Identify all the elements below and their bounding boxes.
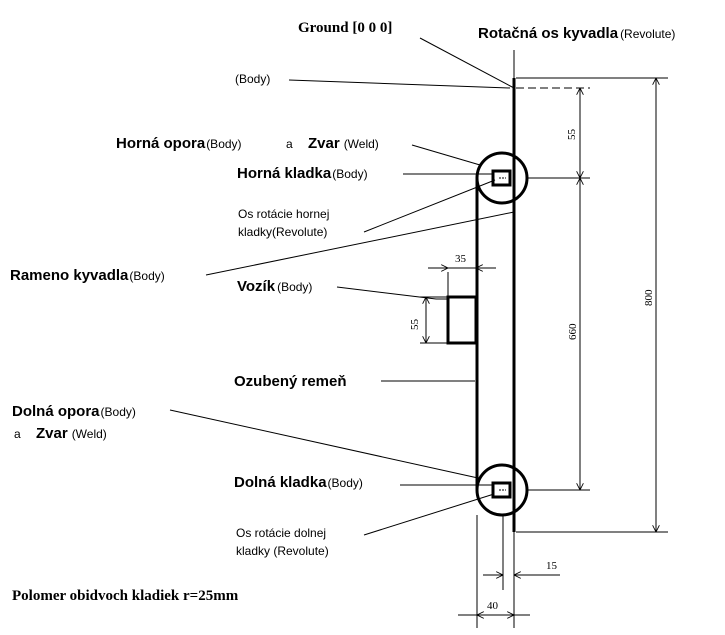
weld-1-label: Zvar(Weld) — [308, 135, 379, 152]
upper-pulley-hub — [491, 169, 512, 187]
revolute-axis-label: Rotačná os kyvadla(Revolute) — [478, 25, 675, 42]
cart — [446, 295, 478, 345]
dim-800: 800 — [643, 289, 655, 306]
arm-label: Rameno kyvadla(Body) — [10, 267, 165, 284]
belt-label: Ozubený remeň — [234, 373, 347, 390]
dim-55-cart: 55 — [409, 319, 421, 331]
upper-support-label: Horná opora(Body) — [116, 135, 242, 152]
upper-axis-label-2: kladky(Revolute) — [238, 225, 327, 239]
body-top-label: (Body) — [235, 72, 270, 86]
dim-660: 660 — [567, 323, 579, 340]
lower-axis-label-1: Os rotácie dolnej — [236, 526, 326, 540]
dim-40: 40 — [487, 600, 499, 612]
lower-pulley-hub — [491, 481, 512, 499]
upper-a-label: a — [286, 137, 293, 151]
dim-55-top: 55 — [566, 129, 578, 141]
cart-label: Vozík(Body) — [237, 278, 312, 295]
radius-note: Polomer obidvoch kladiek r=25mm — [12, 588, 239, 604]
upper-pulley-label: Horná kladka(Body) — [237, 165, 368, 182]
upper-axis-label-1: Os rotácie hornej — [238, 207, 329, 221]
dim-35: 35 — [455, 253, 467, 265]
ground-label: Ground [0 0 0] — [298, 20, 392, 36]
dim-15: 15 — [546, 560, 558, 572]
weld-2-label: Zvar(Weld) — [36, 425, 107, 442]
lower-support-label: Dolná opora(Body) — [12, 403, 136, 420]
lower-axis-label-2: kladky (Revolute) — [236, 544, 329, 558]
lower-pulley-label: Dolná kladka(Body) — [234, 474, 363, 491]
lower-a-label: a — [14, 427, 21, 441]
